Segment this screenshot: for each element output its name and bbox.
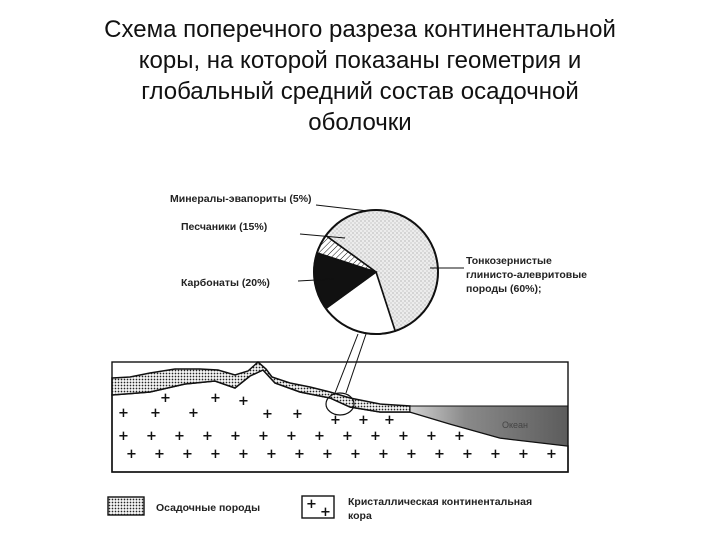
legend-label-crust-line-2: кора bbox=[348, 510, 372, 522]
sediment-composition-pie bbox=[313, 209, 439, 335]
crust-plus-mark: + bbox=[150, 406, 161, 421]
crust-plus-mark: + bbox=[294, 447, 305, 462]
crust-plus-mark: + bbox=[202, 429, 213, 444]
sedimentary-cover bbox=[111, 360, 411, 413]
crust-plus-mark: + bbox=[238, 394, 249, 409]
crust-plus-mark: + bbox=[286, 429, 297, 444]
crust-plus-mark: + bbox=[160, 391, 171, 406]
crust-plus-mark: + bbox=[378, 447, 389, 462]
crust-plus-mark: + bbox=[258, 429, 269, 444]
label-sandstones: Песчаники (15%) bbox=[181, 221, 267, 233]
crust-plus-mark: + bbox=[118, 406, 129, 421]
label-clays-line-3: породы (60%); bbox=[466, 283, 542, 295]
legend-label-sedimentary: Осадочные породы bbox=[156, 502, 260, 514]
crust-plus-mark: + bbox=[462, 447, 473, 462]
crust-plus-mark: + bbox=[358, 413, 369, 428]
legend-swatch-crust bbox=[301, 495, 335, 519]
crust-plus-mark: + bbox=[490, 447, 501, 462]
crust-plus-marks: ++++++++++++++++++++++++++++++++++++++++ bbox=[118, 391, 557, 462]
crust-cross-section: Океан ++++++++++++++++++++++++++++++++++… bbox=[111, 333, 569, 473]
title-line-4: оболочки bbox=[308, 109, 412, 136]
crust-plus-mark: + bbox=[146, 429, 157, 444]
pie-outline bbox=[313, 209, 439, 335]
title-line-3: глобальный средний состав осадочной bbox=[141, 78, 579, 105]
legend-label-crust-line-1: Кристаллическая континентальная bbox=[348, 496, 532, 508]
crust-plus-mark: + bbox=[126, 447, 137, 462]
title-line-1: Схема поперечного разреза континентально… bbox=[104, 16, 616, 43]
crust-plus-mark: + bbox=[174, 429, 185, 444]
crust-plus-mark: + bbox=[292, 407, 303, 422]
crust-plus-mark: + bbox=[406, 447, 417, 462]
label-clays-line-2: глинисто-алевритовые bbox=[466, 269, 587, 281]
crust-plus-mark: + bbox=[350, 447, 361, 462]
crust-plus-mark: + bbox=[262, 407, 273, 422]
crust-plus-mark: + bbox=[370, 429, 381, 444]
zoom-line-right bbox=[345, 333, 367, 394]
crust-plus-mark: + bbox=[426, 429, 437, 444]
crust-plus-mark: + bbox=[154, 447, 165, 462]
legend-plus-mark: + bbox=[306, 497, 317, 512]
crust-plus-mark: + bbox=[314, 429, 325, 444]
crust-plus-mark: + bbox=[230, 429, 241, 444]
crust-plus-mark: + bbox=[384, 413, 395, 428]
crust-plus-mark: + bbox=[546, 447, 557, 462]
crust-plus-mark: + bbox=[454, 429, 465, 444]
legend-plus-mark: + bbox=[320, 505, 331, 520]
crust-plus-mark: + bbox=[238, 447, 249, 462]
crust-plus-mark: + bbox=[330, 413, 341, 428]
label-clays-line-1: Тонкозернистые bbox=[466, 255, 552, 267]
crust-plus-mark: + bbox=[434, 447, 445, 462]
crust-plus-mark: + bbox=[210, 391, 221, 406]
ocean-label: Океан bbox=[502, 420, 528, 430]
crust-plus-mark: + bbox=[210, 447, 221, 462]
section-frame bbox=[111, 361, 569, 473]
crust-plus-mark: + bbox=[518, 447, 529, 462]
leader-evaporites bbox=[315, 204, 369, 212]
label-carbonates: Карбонаты (20%) bbox=[181, 277, 270, 289]
crust-plus-mark: + bbox=[118, 429, 129, 444]
crust-plus-mark: + bbox=[398, 429, 409, 444]
crust-plus-mark: + bbox=[188, 406, 199, 421]
crust-plus-mark: + bbox=[342, 429, 353, 444]
zoom-line-left bbox=[334, 333, 359, 394]
leader-sandstones bbox=[299, 233, 346, 239]
legend: Осадочные породы + + Кристаллическая кон… bbox=[107, 495, 532, 522]
crust-plus-mark: + bbox=[182, 447, 193, 462]
slide-title: Схема поперечного разреза континентально… bbox=[20, 14, 700, 138]
legend-swatch-sedimentary bbox=[107, 496, 145, 516]
crust-plus-mark: + bbox=[266, 447, 277, 462]
leader-carbonates bbox=[297, 278, 335, 282]
zoom-circle bbox=[325, 392, 355, 416]
crust-plus-mark: + bbox=[322, 447, 333, 462]
title-line-2: коры, на которой показаны геометрия и bbox=[138, 47, 582, 74]
label-evaporites: Минералы-эвапориты (5%) bbox=[170, 193, 312, 205]
